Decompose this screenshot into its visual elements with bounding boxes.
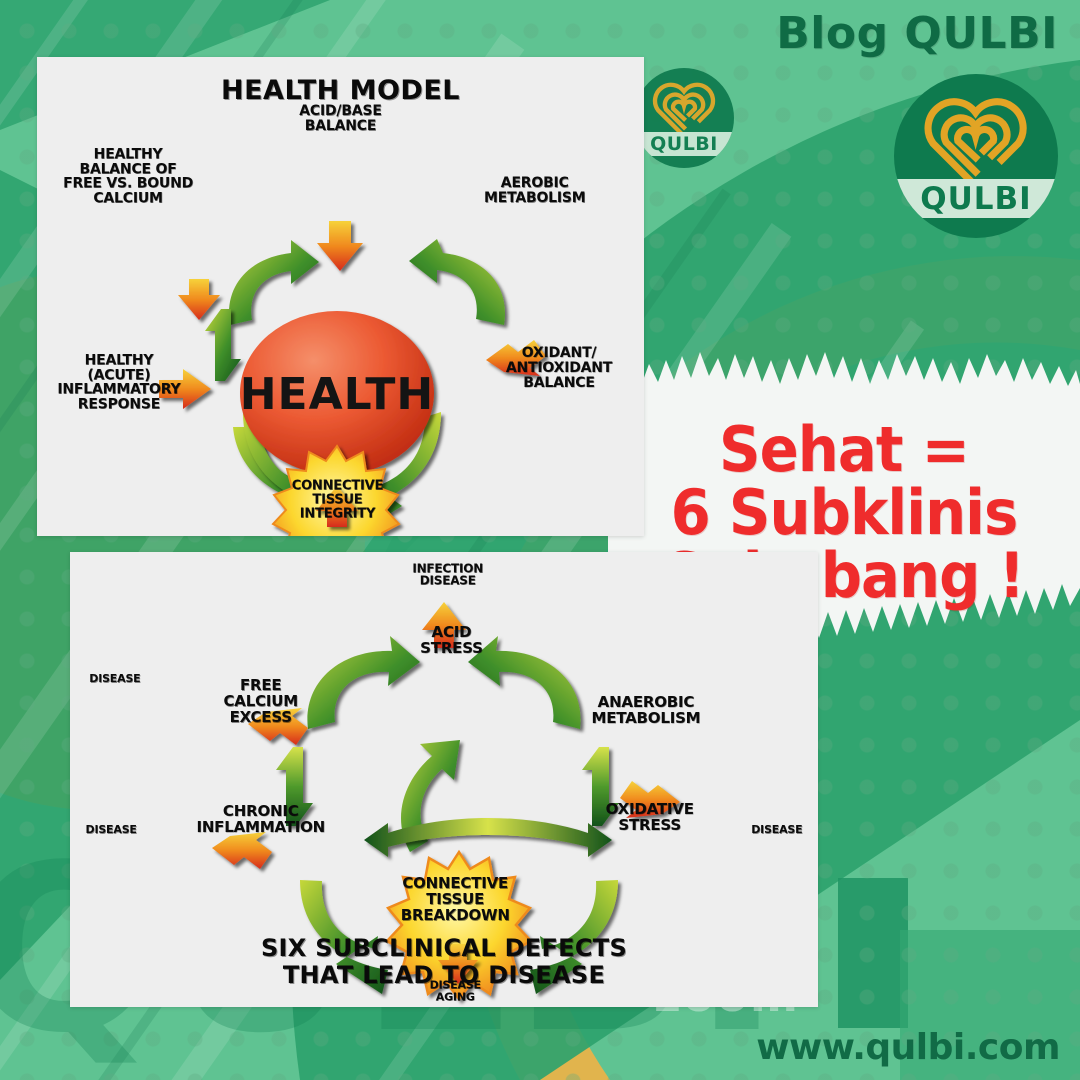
qulbi-logo-main: QULBI: [894, 74, 1058, 238]
logo-disc: QULBI: [894, 74, 1058, 238]
node-label-free-calcium-excess: FREE CALCIUM EXCESS: [223, 676, 298, 727]
node-label-acid-base-balance: ACID/BASE BALANCE: [299, 103, 382, 135]
disease-model-diagram: [212, 602, 680, 1002]
logo-wordmark-band: QULBI: [894, 178, 1058, 219]
svg-text:HEALTH: HEALTH: [240, 369, 435, 420]
burst-label-connective-tissue-breakdown: CONNECTIVE TISSUE BREAKDOWN: [400, 874, 510, 925]
node-label-healthy-inflammatory-response: HEALTHY (ACUTE) INFLAMMATORY RESPONSE: [57, 352, 181, 413]
logo-wordmark: QULBI: [650, 133, 718, 155]
node-label-healthy-calcium-balance: HEALTHY BALANCE OF FREE VS. BOUND CALCIU…: [63, 146, 194, 207]
logo-disc: QULBI: [634, 68, 734, 168]
heart-icon: [910, 89, 1041, 191]
blog-title: Blog QULBI: [776, 8, 1058, 59]
node-label-oxidative-stress: OXIDATIVE STRESS: [605, 800, 694, 835]
node-label-anaerobic-metabolism: ANAEROBIC METABOLISM: [591, 693, 701, 728]
qulbi-logo-small: QULBI: [634, 68, 734, 168]
site-url: www.qulbi.com: [756, 1027, 1060, 1068]
health-model-card: HEALTH MODEL: [37, 57, 644, 536]
burst-label-connective-tissue-integrity: CONNECTIVE TISSUE INTEGRITY: [291, 478, 384, 521]
logo-wordmark: QULBI: [920, 180, 1032, 217]
node-label-aerobic-metabolism: AEROBIC METABOLISM: [483, 175, 586, 207]
disease-model-title: SIX SUBCLINICAL DEFECTS THAT LEAD TO DIS…: [260, 934, 628, 990]
burst-outcome-disease-aging: DISEASE AGING: [429, 978, 481, 1004]
node-label-oxidant-antioxidant-balance: OXIDANT/ ANTIOXIDANT BALANCE: [505, 345, 613, 391]
node-label-acid-stress: ACID STRESS: [420, 622, 483, 657]
disease-tag-right: DISEASE: [751, 822, 803, 836]
heart-icon: [644, 77, 724, 140]
logo-wordmark-band: QULBI: [634, 132, 734, 156]
node-label-chronic-inflammation: CHRONIC INFLAMMATION: [196, 802, 326, 837]
health-model-title: HEALTH MODEL: [221, 75, 460, 106]
node-label-infection-disease: INFECTION DISEASE: [412, 561, 484, 588]
disease-tag-left-upper: DISEASE: [89, 672, 141, 686]
headline-line-1: Sehat =: [718, 413, 970, 486]
disease-model-card: INFECTION DISEASE ACID STRESS ANAEROBIC …: [70, 552, 818, 1007]
headline-line-2: 6 Subklinis: [670, 476, 1019, 550]
disease-tag-left-lower: DISEASE: [85, 822, 137, 836]
health-model-diagram: HEALTH: [159, 221, 546, 536]
